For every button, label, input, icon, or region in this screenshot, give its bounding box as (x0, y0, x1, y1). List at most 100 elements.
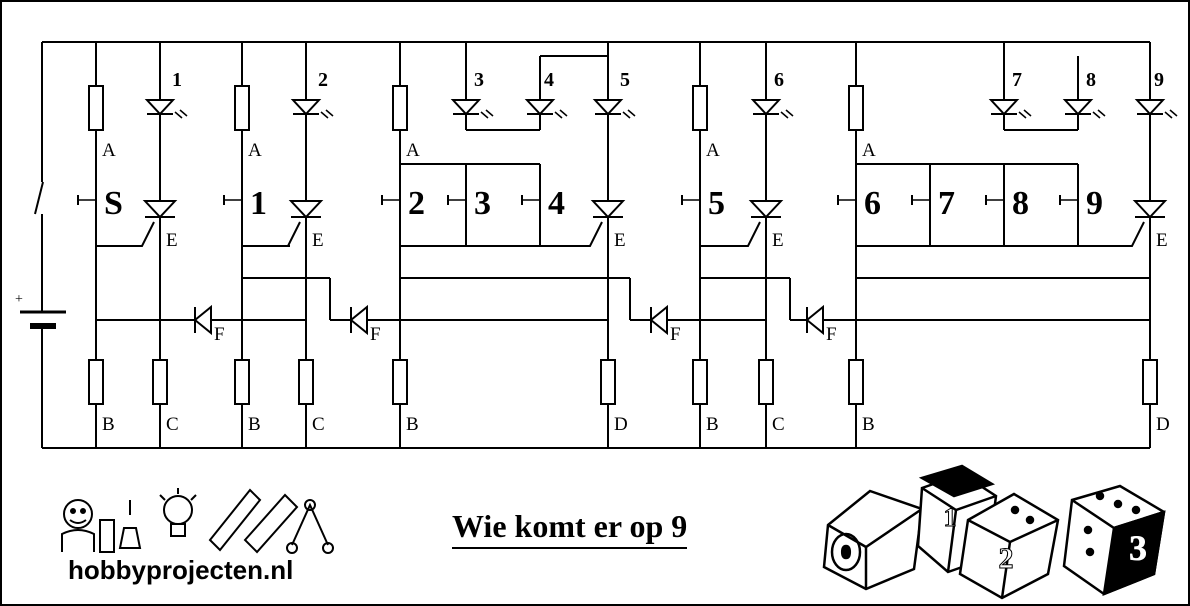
resistor-a-label: A (862, 140, 876, 161)
led-ray (627, 109, 636, 117)
led-ray (485, 109, 494, 117)
resistor-c (298, 359, 314, 405)
resistor-b (392, 359, 408, 405)
push-button (223, 186, 243, 214)
led-ray (780, 111, 789, 119)
resistor-a-label: A (248, 140, 262, 161)
push-button (447, 186, 467, 214)
die-0 (822, 489, 924, 591)
led-label-8: 8 (1086, 69, 1096, 91)
resistor-b (234, 359, 250, 405)
thyristor-triangle (590, 200, 626, 219)
power-switch[interactable] (34, 181, 44, 215)
resistor-a-label: A (102, 140, 116, 161)
thyristor-gate (242, 221, 301, 247)
led-ray (1164, 111, 1173, 119)
led-ray (1169, 109, 1178, 117)
led-triangle (450, 99, 482, 116)
thyristor-gate (700, 221, 761, 247)
die-1-label: 1 (944, 503, 957, 532)
thyristor-triangle (748, 200, 784, 219)
diode-f-label: F (670, 324, 681, 345)
website-label[interactable]: hobbyprojecten.nl (68, 555, 294, 585)
led (1134, 99, 1178, 119)
button-label-6: 6 (864, 185, 881, 222)
push-button (77, 186, 97, 214)
led-label-1: 1 (172, 69, 182, 91)
led-ray (559, 109, 568, 117)
thyristor-triangle (288, 200, 324, 219)
diode-f-label: F (826, 324, 837, 345)
thyristor-gate (400, 221, 603, 247)
resistor-b-label: B (706, 414, 719, 435)
resistor-c-label: C (772, 414, 785, 435)
led-triangle (290, 99, 322, 116)
thyristor-gate (856, 221, 1145, 247)
thyristor (1132, 200, 1168, 219)
resistor-b-label: B (862, 414, 875, 435)
button-label-S: S (104, 185, 123, 222)
button-label-2: 2 (408, 185, 425, 222)
led-ray (1018, 111, 1027, 119)
diode-triangle (349, 304, 368, 336)
led-triangle (750, 99, 782, 116)
diode-f (349, 304, 368, 336)
led-triangle (592, 99, 624, 116)
resistor-c (758, 359, 774, 405)
thyristor-triangle (1132, 200, 1168, 219)
led-ray (622, 111, 631, 119)
diode-triangle (805, 304, 824, 336)
resistor-b (848, 359, 864, 405)
dice-illustration: 0 1 2 3 (822, 464, 1166, 600)
diode-triangle (649, 304, 668, 336)
led-ray (174, 111, 183, 119)
die-0-label: 0 (842, 542, 851, 562)
button-label-5: 5 (708, 185, 725, 222)
die-3-label: 3 (1129, 528, 1147, 568)
led (592, 99, 636, 119)
diode-f (193, 304, 212, 336)
thyristor-label: E (614, 230, 626, 251)
battery: + (15, 292, 66, 329)
resistor-b-label: B (248, 414, 261, 435)
push-button (837, 186, 857, 214)
resistor-a (234, 85, 250, 131)
resistor-b-label: B (102, 414, 115, 435)
led-8 (1062, 99, 1106, 119)
led-ray (785, 109, 794, 117)
led-ray (320, 111, 329, 119)
led-ray (179, 109, 188, 117)
push-button (985, 186, 1005, 214)
resistor-c (152, 359, 168, 405)
die-3 (1062, 484, 1166, 596)
led-ray (480, 111, 489, 119)
circuit-wires (41, 41, 1151, 449)
battery-plus-label: + (15, 292, 23, 307)
resistor-d (1142, 359, 1158, 405)
resistor-b (692, 359, 708, 405)
led-label-2: 2 (318, 69, 328, 91)
led-label-7: 7 (1012, 69, 1022, 91)
resistor-c-label: C (166, 414, 179, 435)
resistor-a (692, 85, 708, 131)
led-triangle (988, 99, 1020, 116)
resistor-b-label: B (406, 414, 419, 435)
die-2 (958, 492, 1060, 600)
thyristor-label: E (1156, 230, 1168, 251)
push-button (381, 186, 401, 214)
die-2-label: 2 (999, 542, 1014, 575)
led-triangle (144, 99, 176, 116)
led (290, 99, 334, 119)
diode-f-label: F (370, 324, 381, 345)
thyristor-label: E (312, 230, 324, 251)
thyristor-triangle (142, 200, 178, 219)
button-label-8: 8 (1012, 185, 1029, 222)
led-triangle (524, 99, 556, 116)
button-label-4: 4 (548, 185, 565, 222)
resistor-a (88, 85, 104, 131)
led-label-9: 9 (1154, 69, 1164, 91)
diode-f (649, 304, 668, 336)
